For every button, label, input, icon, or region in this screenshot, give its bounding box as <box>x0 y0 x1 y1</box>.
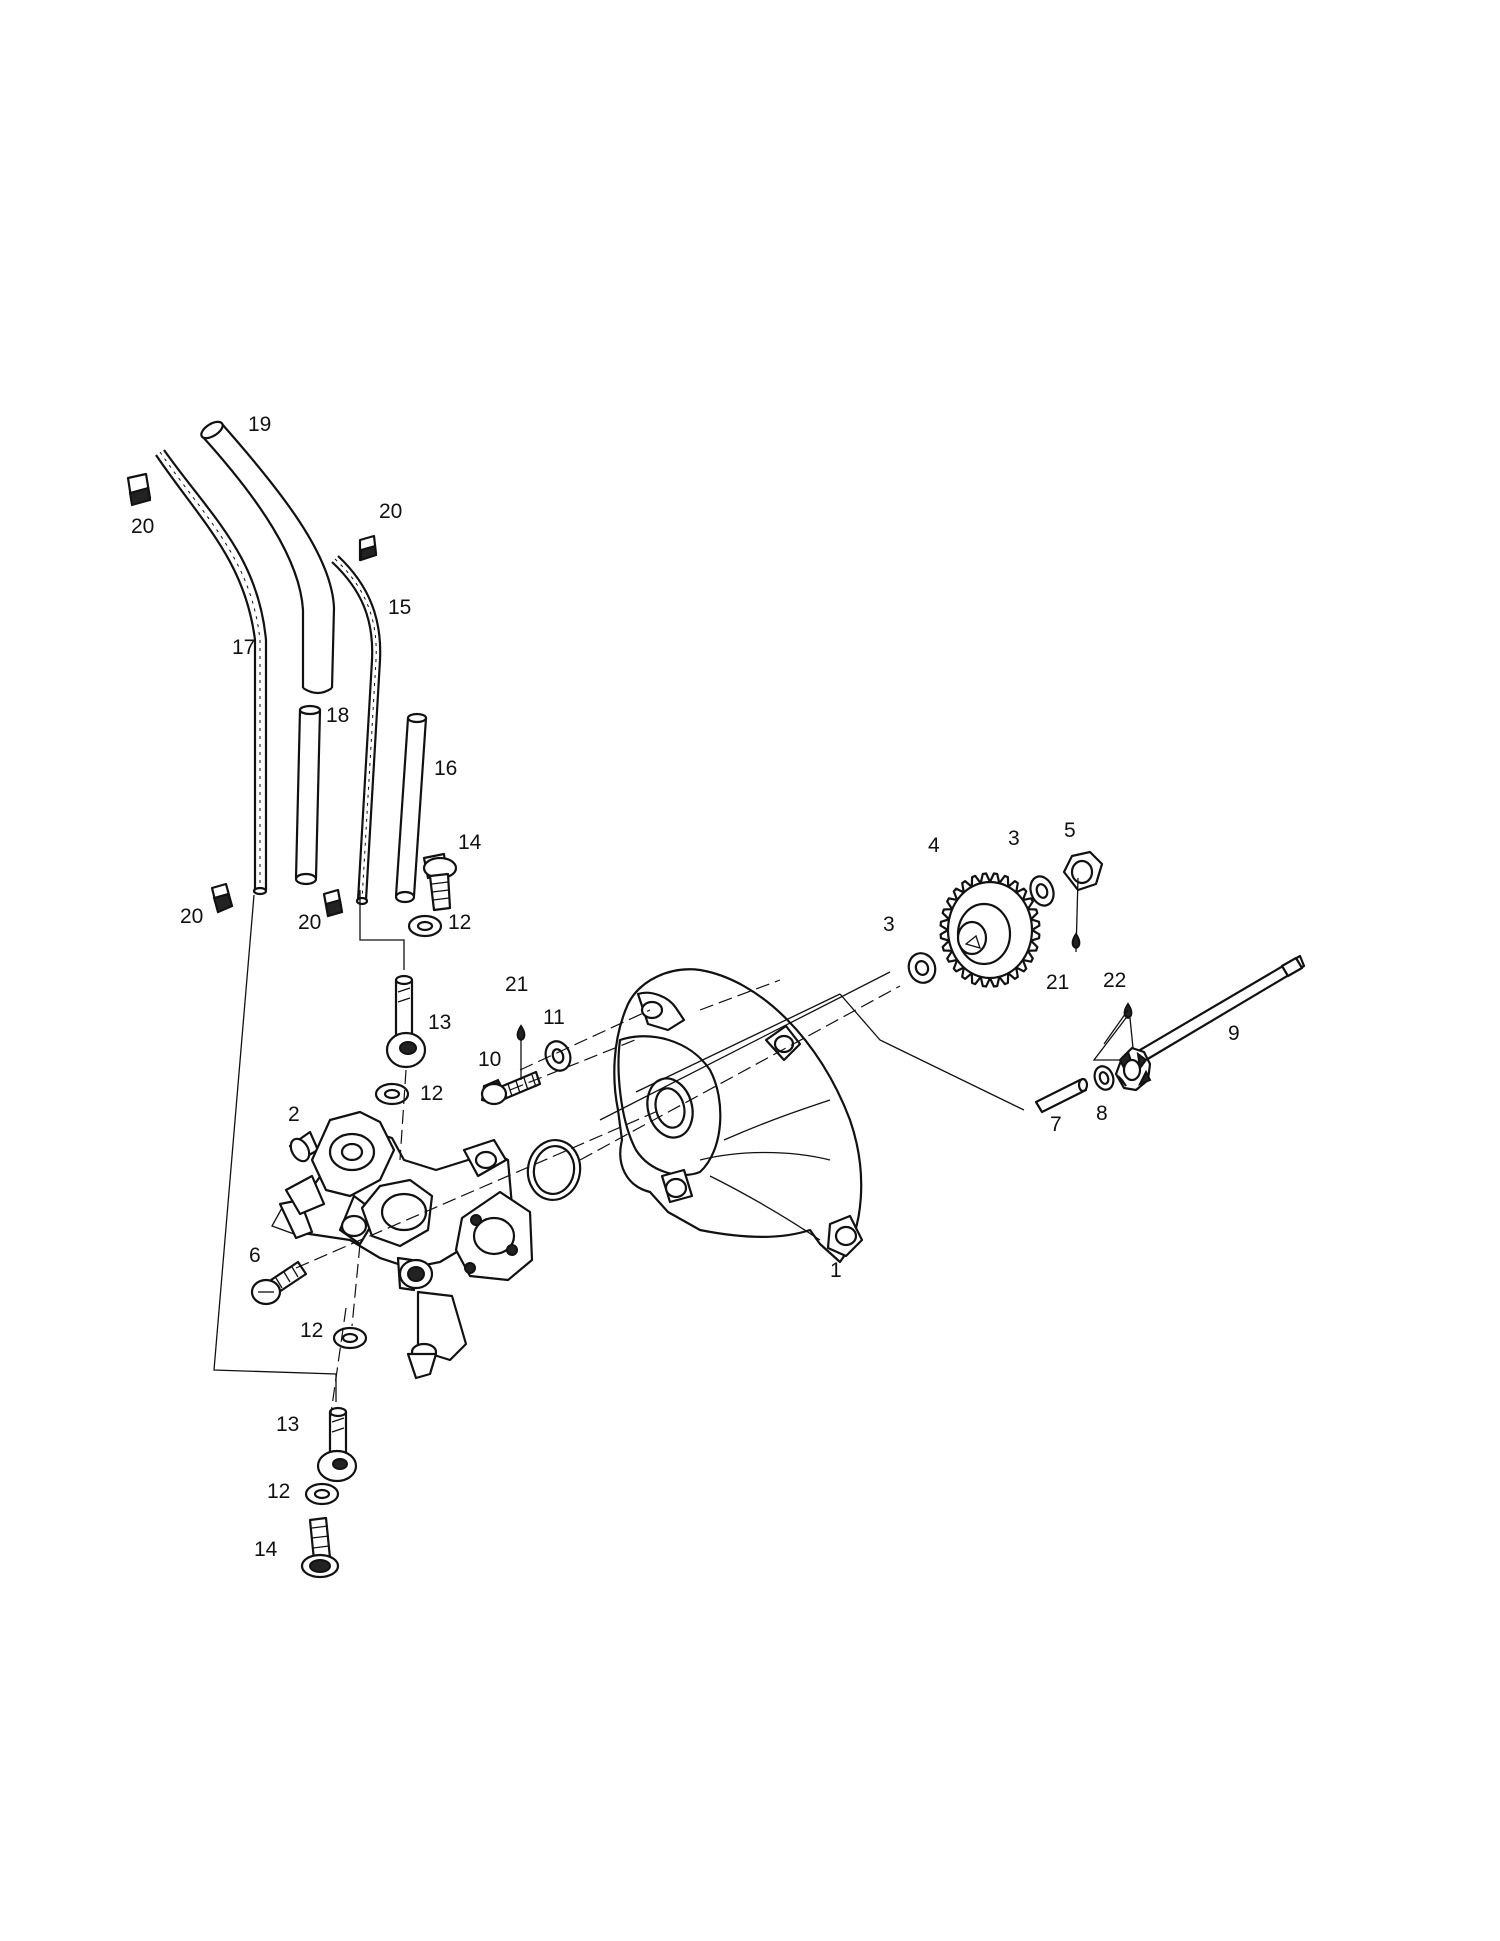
pump-gear-8 <box>1114 1046 1152 1092</box>
callout-7: 7 <box>1050 1113 1062 1136</box>
bolt-10 <box>480 1070 542 1106</box>
pin-7 <box>1034 1077 1089 1114</box>
callout-19: 19 <box>248 413 271 436</box>
hose-15 <box>331 555 382 906</box>
callout-4: 4 <box>928 834 940 857</box>
callout-5: 5 <box>1064 819 1076 842</box>
washer-11 <box>544 1040 572 1072</box>
washer-12-b <box>374 1082 410 1106</box>
callout-21: 21 <box>505 973 528 996</box>
callout-18: 18 <box>326 704 349 727</box>
washer-3-a <box>1029 875 1055 907</box>
oil-pump-2 <box>271 1110 534 1380</box>
callout-1: 1 <box>830 1259 842 1282</box>
clip-20-top-left <box>126 472 152 507</box>
callout-17: 17 <box>232 636 255 659</box>
hose-17 <box>155 449 268 896</box>
callout-13: 13 <box>276 1413 299 1436</box>
hose-19 <box>200 420 336 695</box>
washer-8 <box>1093 1065 1115 1091</box>
callout-14: 14 <box>254 1538 278 1561</box>
callout-20: 20 <box>379 500 402 523</box>
callout-10: 10 <box>478 1048 501 1071</box>
washer-12-a <box>407 914 443 938</box>
assembly-lines <box>213 890 1129 1421</box>
banjo-fitting-13-bottom <box>316 1406 358 1483</box>
clip-20-bottom-right <box>322 888 344 918</box>
callout-6: 6 <box>249 1244 261 1267</box>
callout-11: 11 <box>543 1006 565 1029</box>
callout-16: 16 <box>434 757 457 780</box>
callout-20: 20 <box>298 911 321 934</box>
callout-20: 20 <box>131 515 154 538</box>
clip-20-top-right <box>358 534 378 562</box>
callout-12: 12 <box>300 1319 323 1342</box>
clip-20-bottom-left <box>210 882 234 914</box>
callout-12: 12 <box>448 911 471 934</box>
callout-12: 12 <box>420 1082 443 1105</box>
callout-13: 13 <box>428 1011 451 1034</box>
screw-6 <box>250 1260 308 1306</box>
callout-2: 2 <box>288 1103 300 1126</box>
callout-15: 15 <box>388 596 411 619</box>
hose-18 <box>294 704 322 886</box>
banjo-bolt-14-bottom <box>300 1516 340 1579</box>
washer-3-b <box>907 952 937 984</box>
o-ring <box>526 1139 582 1201</box>
hose-16 <box>394 712 428 904</box>
gear-4 <box>939 872 1041 988</box>
banjo-bolt-14-top <box>422 852 458 912</box>
callout-22: 22 <box>1103 969 1126 992</box>
callouts: 19 20 20 15 17 18 16 14 12 20 20 4 3 5 3… <box>131 413 1240 1561</box>
callout-20: 20 <box>180 905 203 928</box>
callout-21: 21 <box>1046 971 1069 994</box>
nut-5 <box>1062 850 1104 892</box>
shaft-9 <box>1138 954 1306 1062</box>
callout-3: 3 <box>883 913 895 936</box>
callout-8: 8 <box>1096 1102 1108 1125</box>
threadlocker-21-left <box>516 1024 526 1080</box>
callout-12: 12 <box>267 1480 290 1503</box>
banjo-fitting-13-top <box>385 974 427 1069</box>
callout-14: 14 <box>458 831 482 854</box>
callout-9: 9 <box>1228 1022 1240 1045</box>
threadlocker-21-right <box>1071 877 1081 953</box>
washer-12-d <box>304 1482 340 1506</box>
washer-12-c <box>332 1326 368 1350</box>
callout-3: 3 <box>1008 827 1020 850</box>
housing-cover-1 <box>613 968 864 1264</box>
